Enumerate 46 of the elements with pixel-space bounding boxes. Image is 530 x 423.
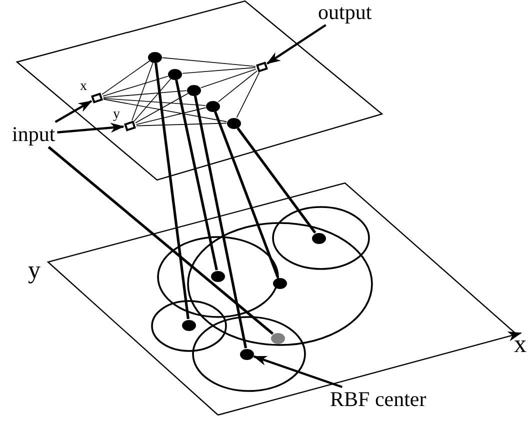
connection-line xyxy=(236,72,260,118)
hidden-unit xyxy=(148,52,162,62)
connection-line xyxy=(103,98,206,106)
connection-line xyxy=(136,122,227,126)
connection-line xyxy=(103,98,228,122)
rbf-center-point xyxy=(273,278,287,288)
hidden-unit xyxy=(227,118,241,128)
projection-line xyxy=(236,127,316,234)
variable-label: y xyxy=(113,108,120,122)
hidden-unit xyxy=(206,100,220,112)
output-label: output xyxy=(318,2,372,23)
connection-line xyxy=(136,107,206,125)
projection-line xyxy=(214,111,280,278)
rbf-center-label: RBF center xyxy=(330,389,426,410)
hidden-unit xyxy=(187,84,201,96)
variable-label: x xyxy=(80,80,87,94)
connection-line xyxy=(132,62,154,121)
projection-line xyxy=(48,146,274,335)
input-label: input xyxy=(12,124,56,145)
rbf-center-point xyxy=(211,270,225,282)
axis-label: x xyxy=(514,332,526,357)
projection-line xyxy=(194,96,248,348)
arrow xyxy=(57,122,124,134)
arrow xyxy=(252,355,342,388)
connection-line xyxy=(103,90,187,98)
unit-node xyxy=(91,92,103,104)
connection-line xyxy=(102,60,150,95)
connection-line xyxy=(102,76,168,96)
connection-line xyxy=(218,70,258,102)
projection-line xyxy=(154,62,190,320)
unit-node xyxy=(124,120,136,132)
axis-label: y xyxy=(28,258,40,283)
input-point xyxy=(271,332,285,344)
hidden-unit xyxy=(168,68,182,80)
connection-line xyxy=(200,68,256,88)
projection-line xyxy=(175,80,218,270)
rbf-center-point xyxy=(312,232,326,244)
unit-node xyxy=(256,62,268,72)
connection-line xyxy=(135,93,188,124)
connection-line xyxy=(182,67,256,74)
connection-line xyxy=(162,57,256,67)
arrow xyxy=(266,24,326,65)
rbf-center-point xyxy=(182,320,196,330)
rbf-center-point xyxy=(240,348,254,360)
arrow xyxy=(54,100,92,123)
connection-line xyxy=(134,78,172,122)
